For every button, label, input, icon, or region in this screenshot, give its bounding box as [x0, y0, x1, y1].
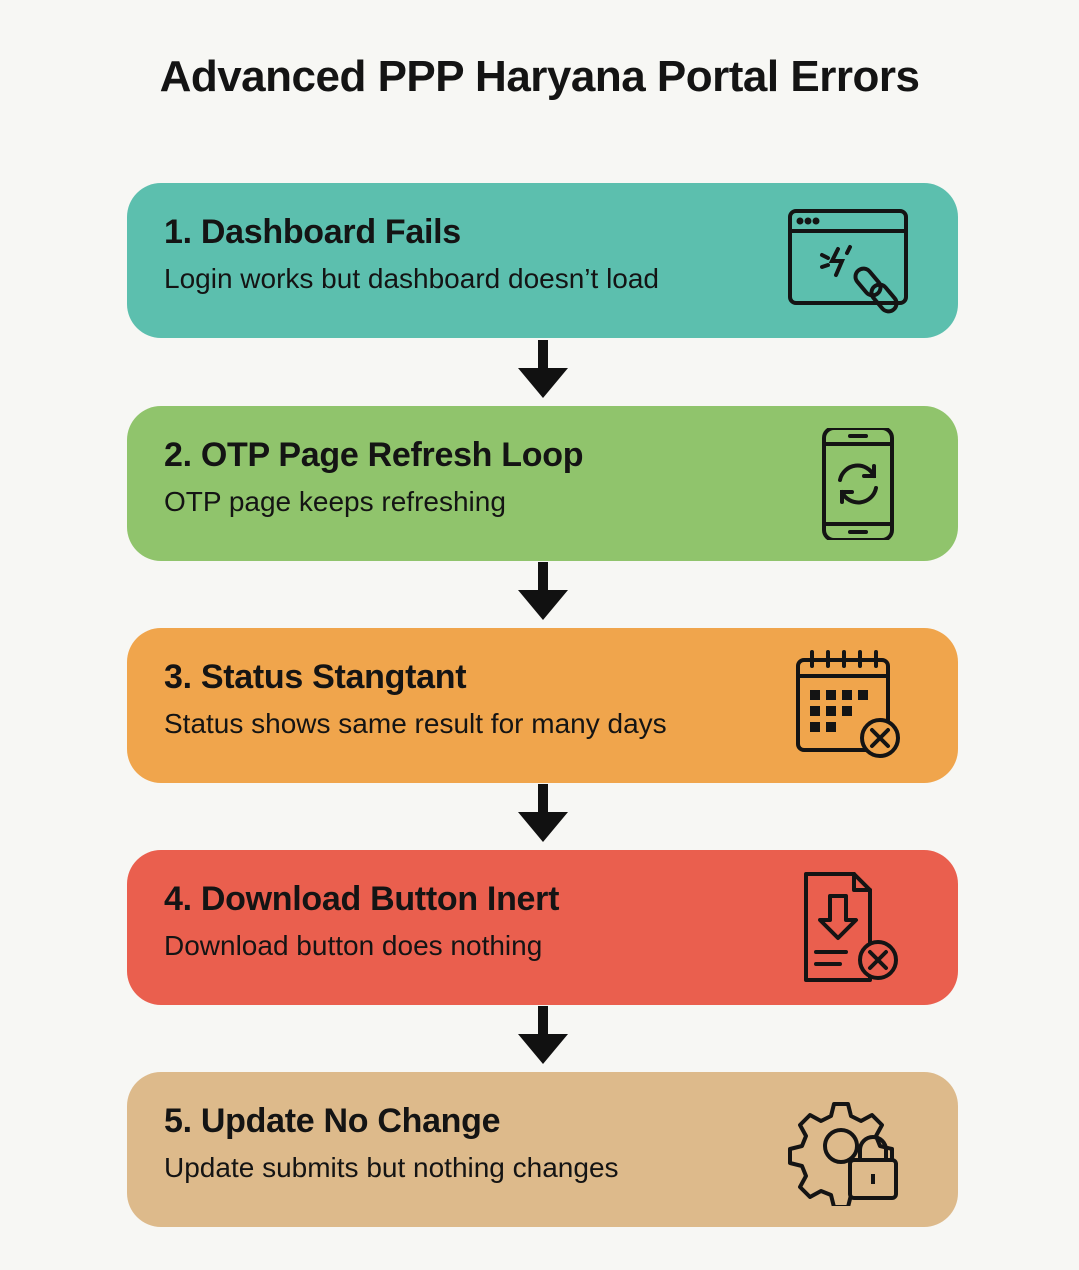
step-description: Update submits but nothing changes	[164, 1152, 619, 1183]
step-card-update-no-change: 5. Update No Change Update submits but n…	[127, 1072, 958, 1227]
page-title: Advanced PPP Haryana Portal Errors	[159, 52, 920, 101]
step-card-download-button-inert: 4. Download Button Inert Download button…	[127, 850, 958, 1005]
step-heading: 4. Download Button Inert	[164, 880, 560, 918]
step-card-status-stagnant: 3. Status Stangtant Status shows same re…	[127, 628, 958, 783]
download-file-x-icon	[804, 872, 898, 982]
step-heading: 3. Status Stangtant	[164, 658, 467, 696]
step-description: Status shows same result for many days	[164, 708, 667, 739]
arrow-down-icon	[518, 340, 568, 398]
calendar-x-icon	[796, 650, 900, 758]
step-heading: 2. OTP Page Refresh Loop	[164, 436, 584, 474]
broken-link-browser-icon	[788, 209, 908, 314]
arrow-down-icon	[518, 562, 568, 620]
phone-refresh-icon	[822, 428, 894, 540]
arrow-down-icon	[518, 784, 568, 842]
gear-lock-icon	[788, 1102, 898, 1206]
arrow-down-icon	[518, 1006, 568, 1064]
step-heading: 1. Dashboard Fails	[164, 213, 461, 251]
step-description: OTP page keeps refreshing	[164, 486, 506, 517]
step-card-otp-refresh-loop: 2. OTP Page Refresh Loop OTP page keeps …	[127, 406, 958, 561]
step-heading: 5. Update No Change	[164, 1102, 501, 1140]
step-card-dashboard-fails: 1. Dashboard Fails Login works but dashb…	[127, 183, 958, 338]
step-description: Login works but dashboard doesn’t load	[164, 263, 660, 294]
step-description: Download button does nothing	[164, 930, 543, 961]
